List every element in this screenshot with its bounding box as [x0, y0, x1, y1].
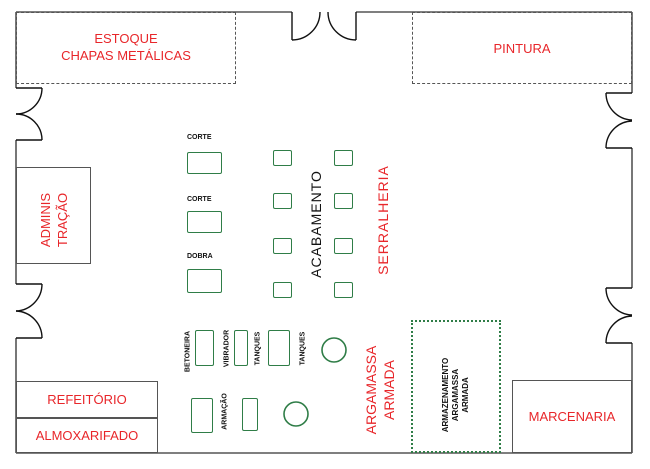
station-vibrador-label: VIBRADOR — [223, 329, 231, 368]
door-left-lower — [15, 283, 43, 339]
station-tanques-1 — [268, 330, 290, 366]
room-armazenamento — [411, 320, 501, 453]
room-armazenamento-label: ARMAZENAMENTO ARGAMASSA ARMADA — [441, 335, 471, 455]
station-tanques-2-label: TANQUES — [299, 331, 307, 366]
room-pintura-label: PINTURA — [493, 41, 551, 56]
area-serralheria-label: SERRALHERIA — [375, 165, 391, 275]
room-almoxarifado-label: ALMOXARIFADO — [35, 428, 139, 443]
acabamento-bench-4 — [273, 282, 292, 298]
station-vibrador — [234, 330, 248, 366]
room-administracao-label: ADMINIS TRAÇÃO — [37, 170, 71, 270]
serralheria-bench-2 — [334, 193, 353, 209]
area-argamassa-label: ARGAMASSA ARMADA — [362, 335, 398, 445]
station-armacao-1 — [191, 398, 213, 433]
room-refeitorio-label: REFEITÓRIO — [47, 392, 127, 407]
room-adminis-line2: TRAÇÃO — [55, 192, 70, 248]
acabamento-bench-1 — [273, 150, 292, 166]
room-estoque — [16, 12, 236, 84]
tank-circle-2 — [283, 401, 309, 427]
door-left-upper — [15, 87, 43, 141]
serralheria-bench-4 — [334, 282, 353, 298]
room-estoque-label: ESTOQUE CHAPAS METÁLICAS — [16, 30, 236, 64]
station-dobra-label: DOBRA — [187, 253, 213, 260]
station-armacao-label: ARMAÇÃO — [221, 393, 229, 430]
room-adminis-line1: ADMINIS — [38, 192, 53, 248]
station-dobra — [187, 269, 222, 293]
room-pintura — [412, 12, 632, 84]
area-acabamento-label: ACABAMENTO — [308, 170, 324, 278]
room-estoque-line2: CHAPAS METÁLICAS — [61, 48, 191, 63]
door-right-upper — [605, 92, 633, 149]
serralheria-bench-1 — [334, 150, 353, 166]
room-marcenaria-label: MARCENARIA — [528, 409, 616, 424]
room-refeitorio — [16, 381, 158, 418]
station-armacao-2 — [242, 398, 258, 431]
station-corte-1-label: CORTE — [187, 134, 212, 141]
room-marcenaria — [512, 380, 632, 453]
serralheria-bench-3 — [334, 238, 353, 254]
station-betoneira — [195, 330, 214, 366]
area-argamassa-line1: ARGAMASSA — [363, 345, 379, 435]
door-top — [291, 11, 357, 41]
area-argamassa-line2: ARMADA — [381, 360, 397, 420]
station-corte-2 — [187, 211, 222, 233]
room-armazenamento-line1: ARMAZENAMENTO — [441, 357, 450, 433]
room-armazenamento-line2: ARGAMASSA — [451, 368, 460, 422]
room-almoxarifado — [16, 418, 158, 453]
room-estoque-line1: ESTOQUE — [94, 31, 158, 46]
acabamento-bench-2 — [273, 193, 292, 209]
tank-circle-1 — [321, 337, 347, 363]
door-right-lower — [605, 287, 633, 344]
station-tanques-1-label: TANQUES — [254, 331, 262, 366]
room-administracao — [16, 167, 91, 264]
room-armazenamento-line3: ARMADA — [461, 377, 470, 413]
station-betoneira-label: BETONEIRA — [184, 330, 192, 373]
acabamento-bench-3 — [273, 238, 292, 254]
station-corte-2-label: CORTE — [187, 196, 212, 203]
station-corte-1 — [187, 152, 222, 174]
